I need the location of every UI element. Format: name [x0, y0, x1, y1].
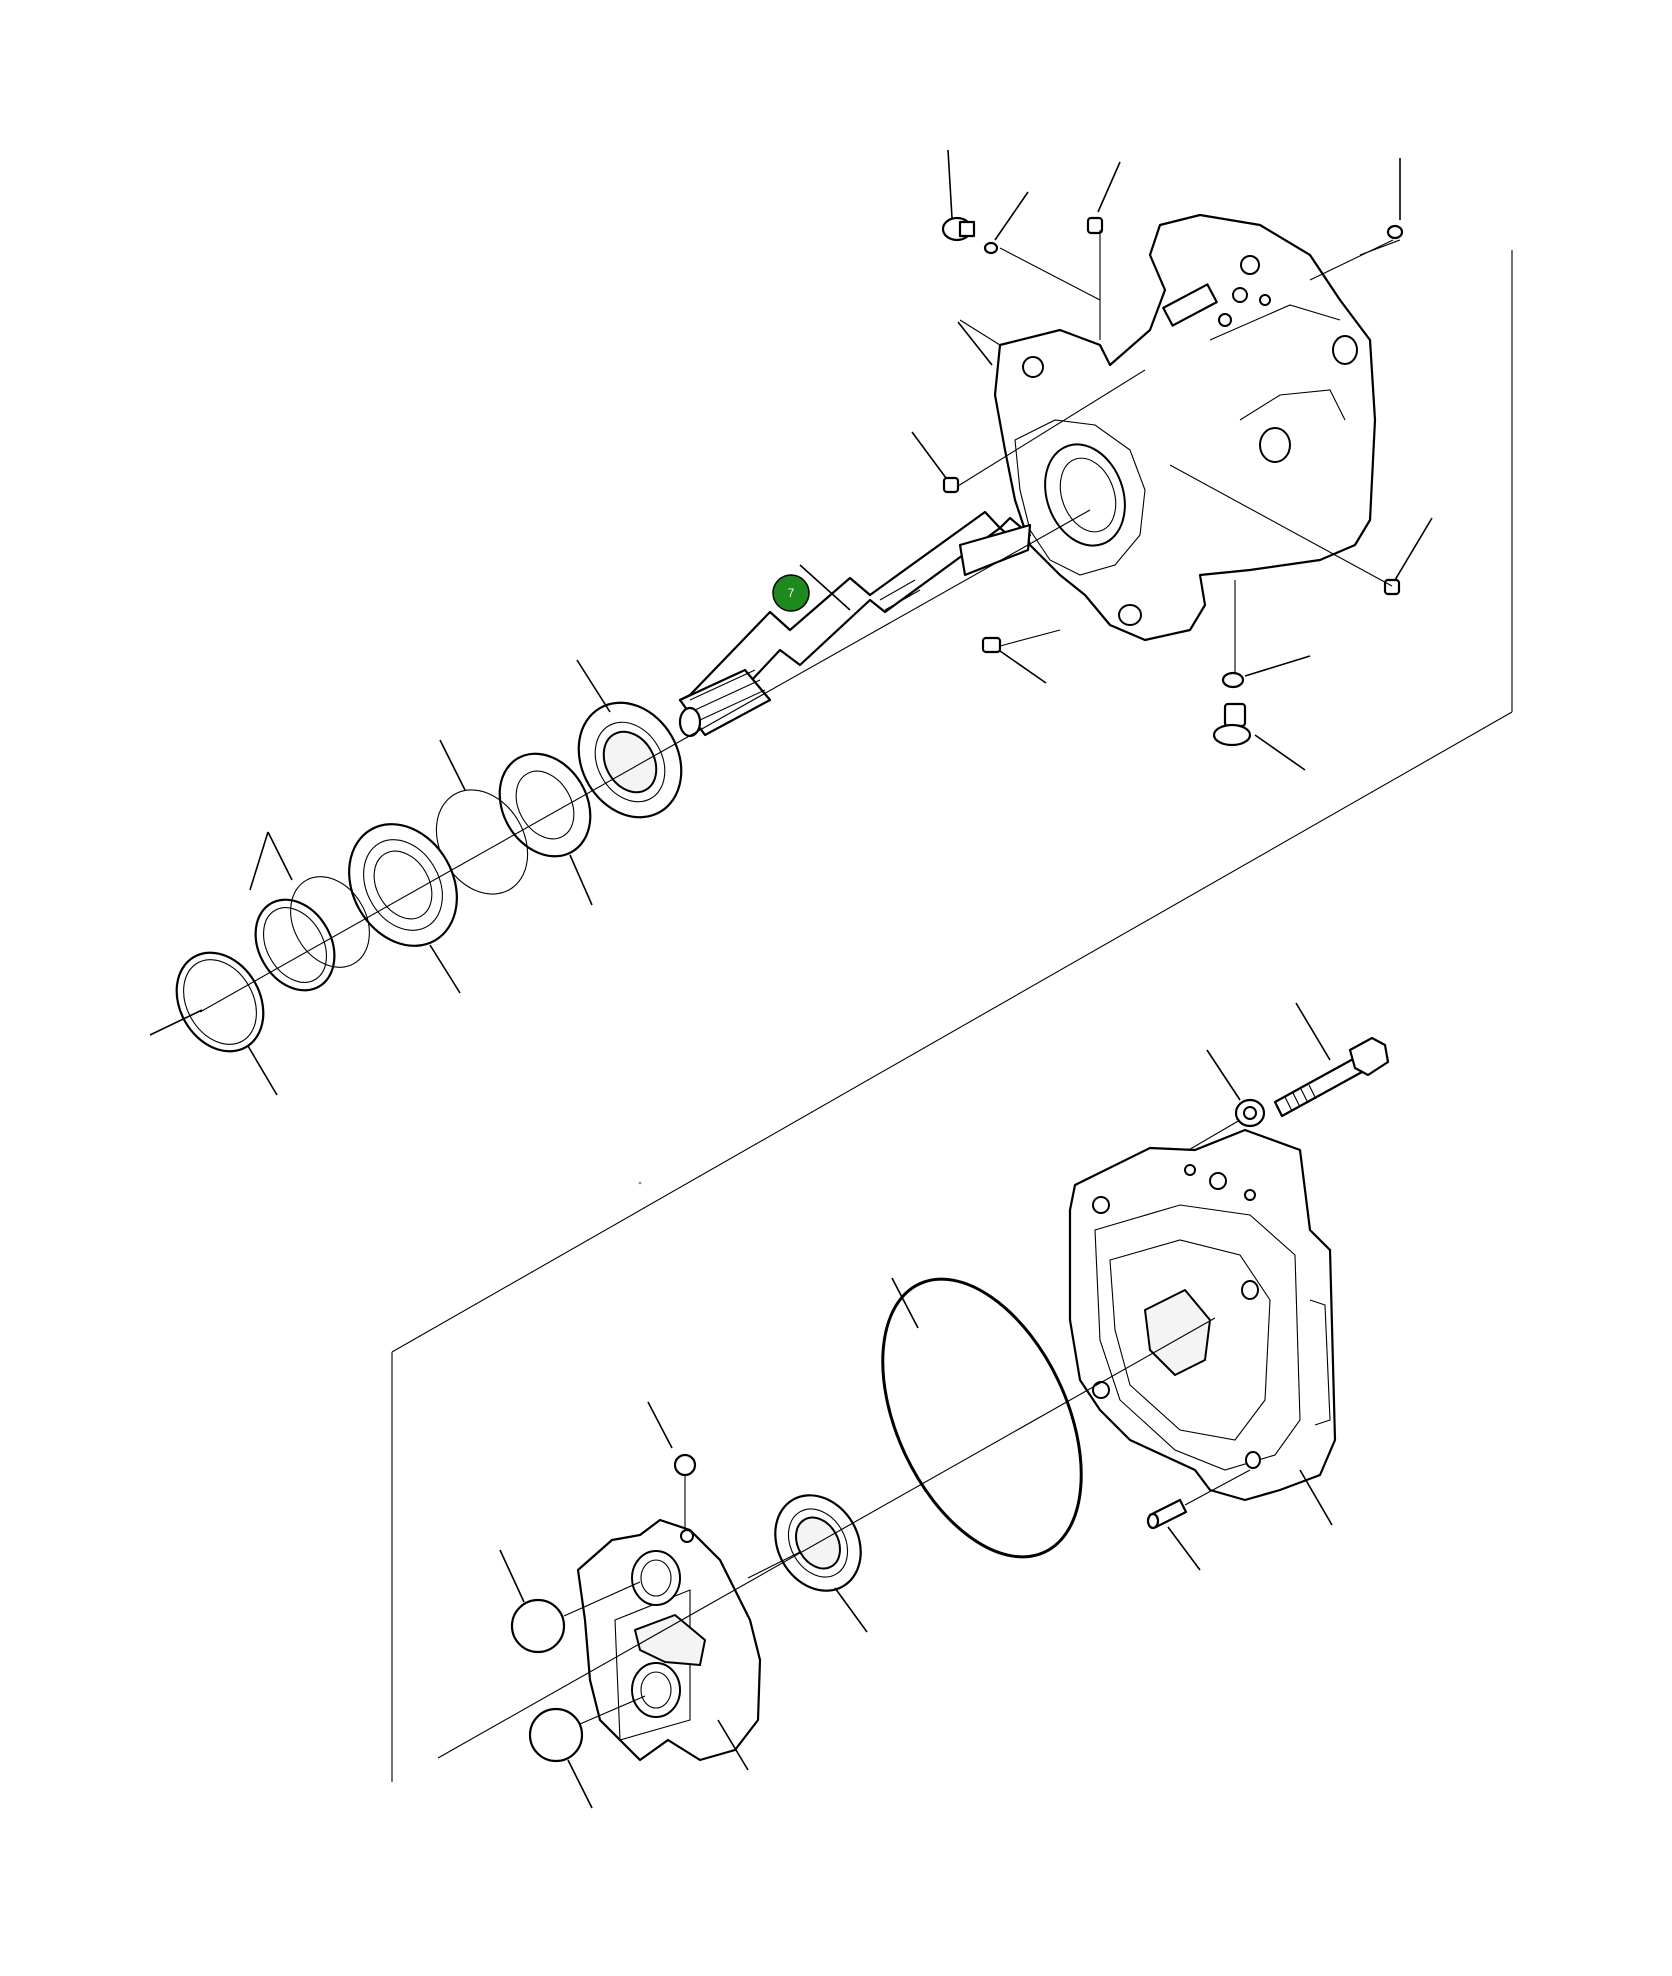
oil-seal — [348, 823, 461, 994]
stray-dot — [638, 1181, 642, 1185]
bearing-leader-link — [747, 1551, 801, 1579]
drive-shaft — [678, 510, 1032, 738]
drain-plug — [1212, 702, 1306, 771]
callout-7-label: 7 — [788, 586, 795, 600]
housing-leader — [957, 321, 993, 366]
plug-top-middle — [1086, 161, 1121, 235]
empty-callout-circle-lower[interactable] — [528, 1695, 646, 1809]
shaft-axis-lower — [437, 1317, 1216, 1759]
o-ring-small-top-right — [1386, 158, 1404, 240]
snap-ring-pair — [249, 831, 370, 992]
flange-bolt-top — [941, 149, 976, 242]
o-ring-large — [881, 1277, 1083, 1559]
shaft-axis-upper — [199, 509, 1091, 1013]
plug-lower-left — [981, 636, 1047, 684]
housing-fasteners — [911, 149, 1433, 771]
callout-7-circle[interactable] — [772, 574, 810, 612]
ball-bearing-lower — [774, 1494, 868, 1633]
plug-left — [911, 431, 960, 494]
o-ring-drain — [1221, 655, 1311, 689]
rear-housing — [1068, 1128, 1337, 1526]
assembly-frame — [391, 250, 1513, 1782]
mounting-bolt — [1273, 1002, 1390, 1118]
circlip — [149, 951, 278, 1096]
dowel-pin — [1146, 1469, 1251, 1571]
o-ring-small-top — [983, 191, 1029, 255]
empty-callout-circle-upper[interactable] — [499, 1549, 641, 1654]
callout-7[interactable]: 7 — [772, 574, 810, 612]
plug-right — [1383, 517, 1433, 596]
check-ball — [647, 1401, 697, 1530]
pump-housing — [993, 213, 1377, 642]
valve-block — [576, 1518, 762, 1771]
